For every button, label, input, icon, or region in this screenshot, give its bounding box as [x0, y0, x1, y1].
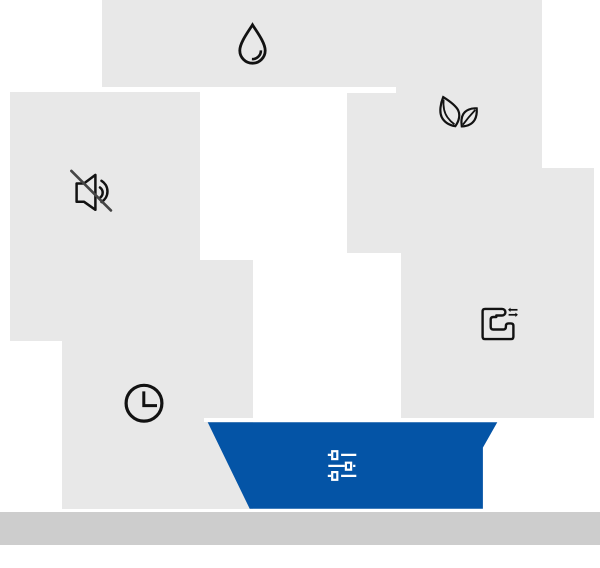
speaker-muted-icon — [70, 169, 113, 212]
water-drop-icon — [237, 21, 268, 66]
tile-delay[interactable] — [62, 260, 253, 509]
tile-water[interactable] — [102, 0, 396, 87]
leaf-icon — [438, 94, 479, 128]
footer-bar — [0, 512, 600, 545]
accent-banner[interactable] — [207, 422, 498, 509]
banner-gap-strip — [203, 417, 510, 423]
clock-icon — [123, 382, 165, 424]
appliance-transfer-icon — [481, 306, 519, 341]
sliders-icon — [327, 449, 358, 482]
tile-transfer[interactable] — [401, 168, 594, 418]
